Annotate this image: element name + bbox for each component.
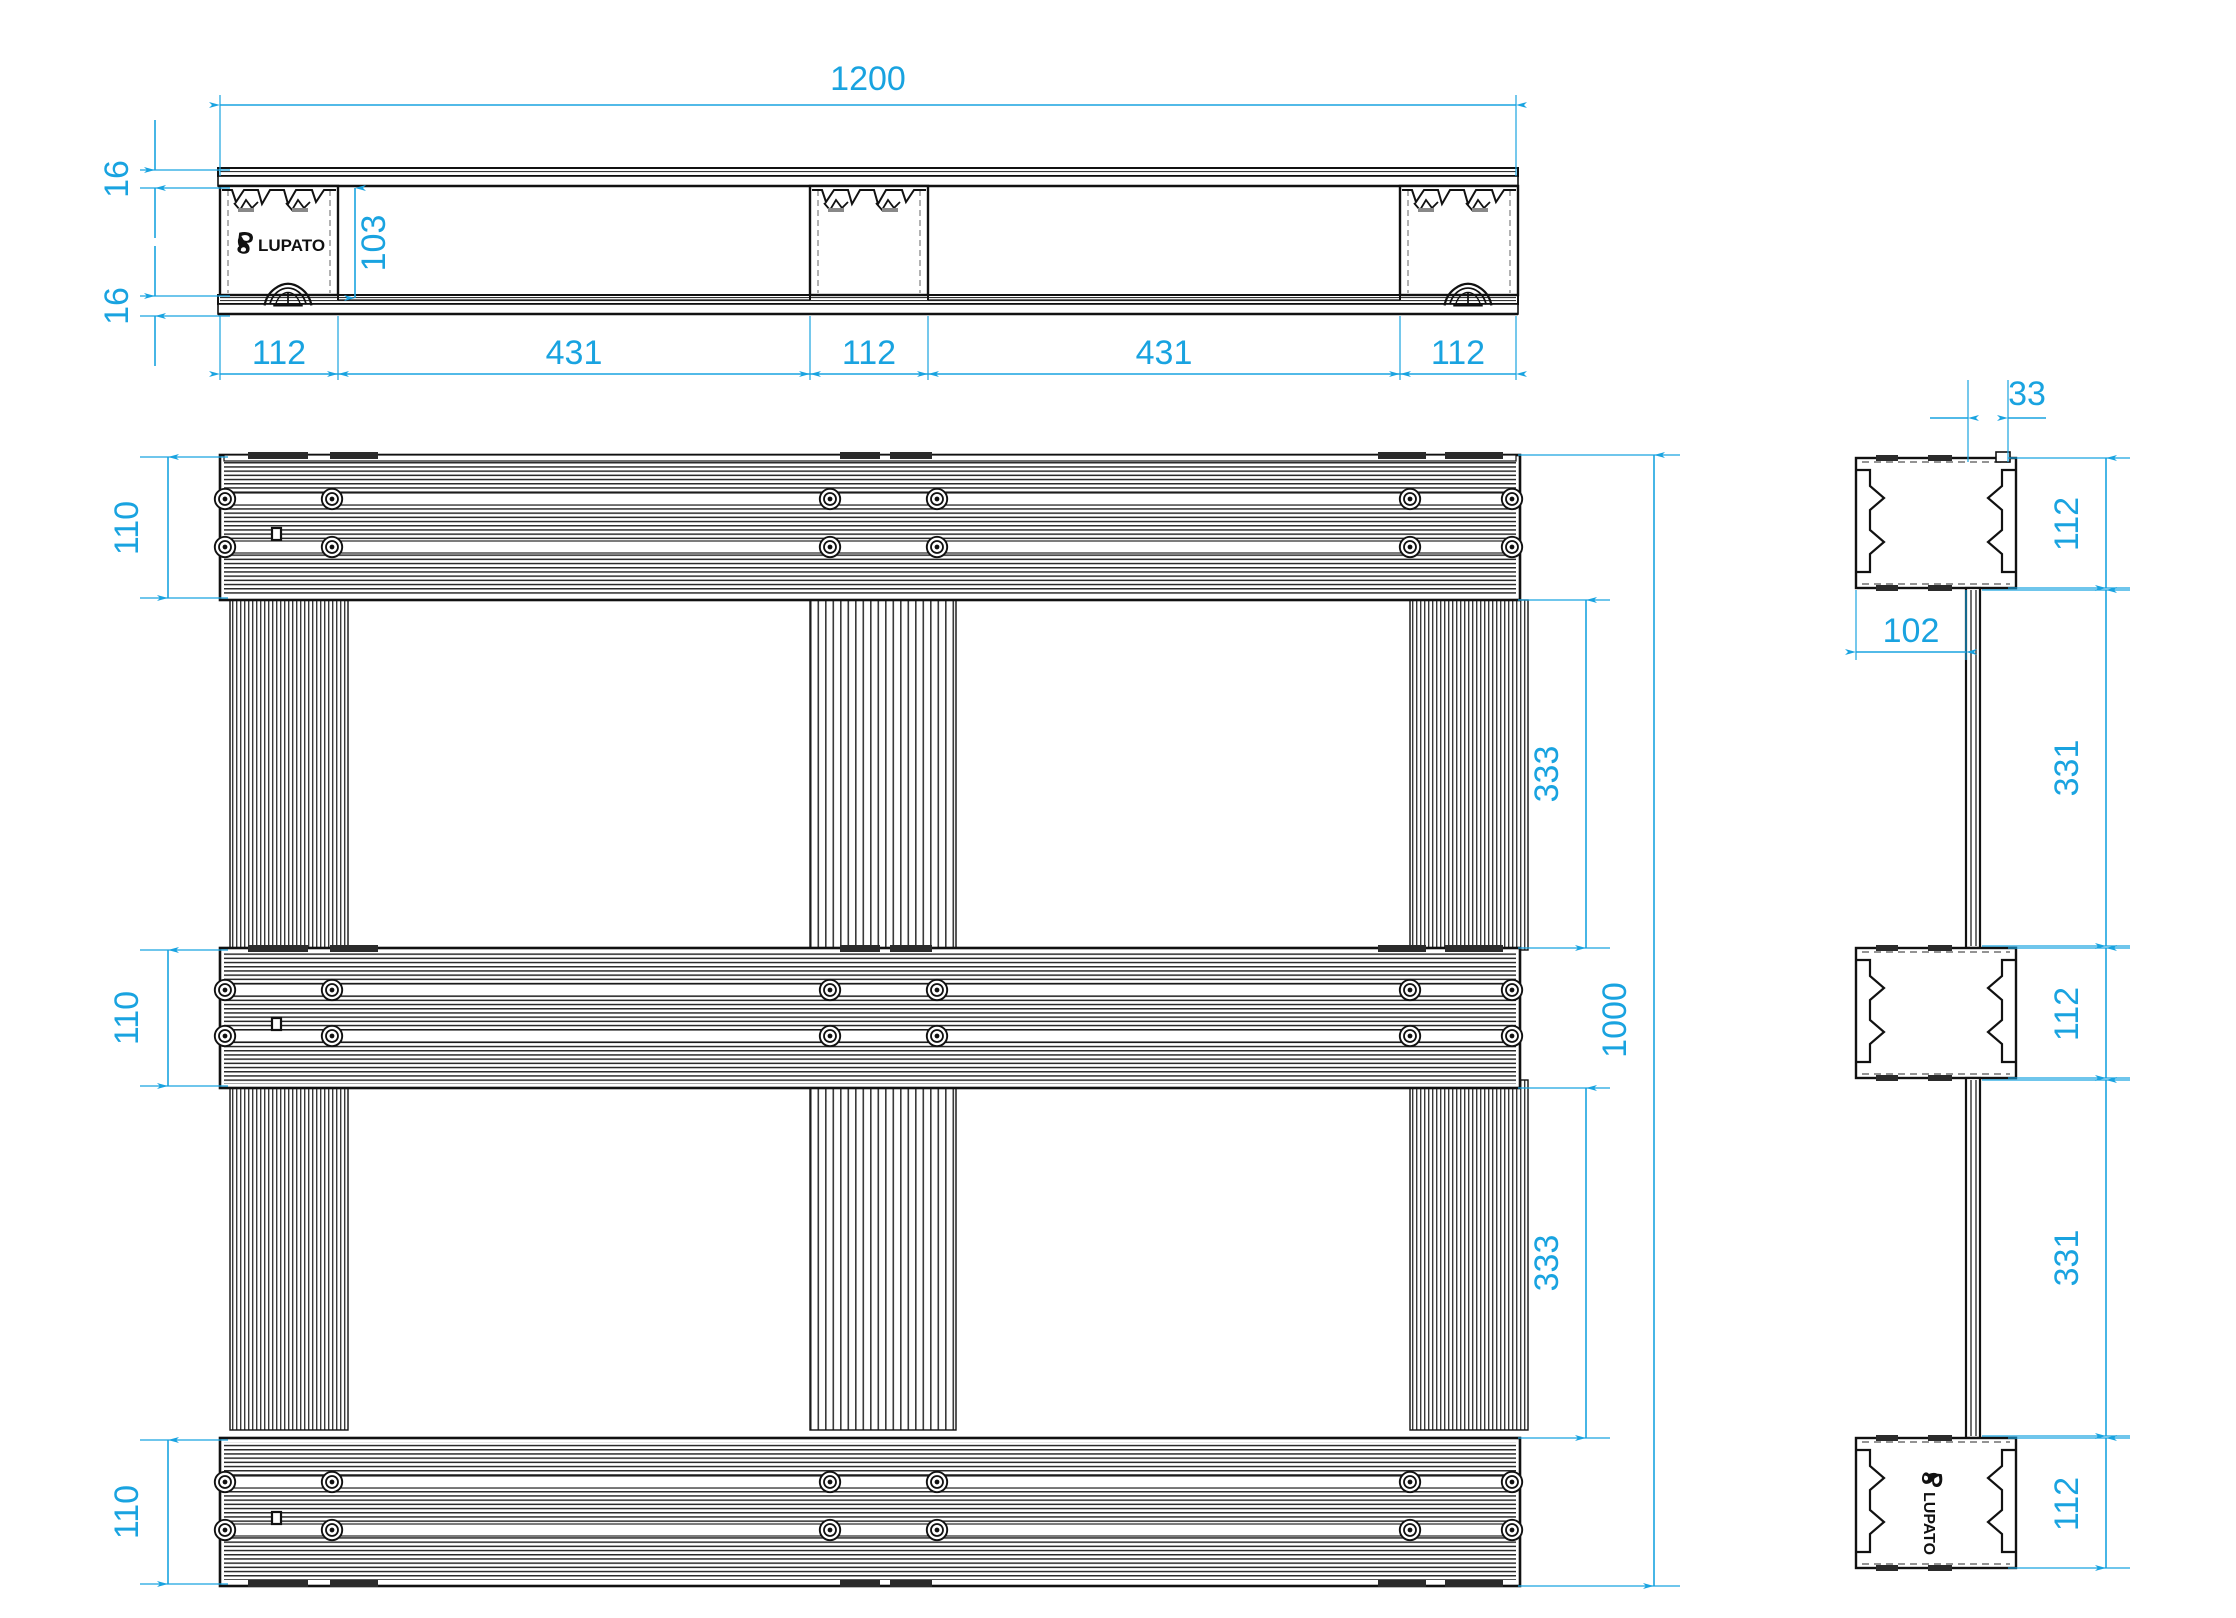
- elevation-dim-chain: 112 431 112 431 112: [209, 316, 1527, 380]
- dim-label-112-b: 112: [842, 334, 896, 372]
- fastener-icon: [1500, 978, 1524, 1002]
- dim-label-1200: 1200: [830, 60, 906, 98]
- dim-label-112-blk-a: 112: [2048, 497, 2086, 551]
- fastener-icon: [213, 1470, 237, 1494]
- dim-label-16-top: 16: [98, 160, 136, 198]
- fastener-icon: [213, 535, 237, 559]
- plan-dimensions: 110 110 110 333 333 1000: [108, 452, 1680, 1589]
- mould-mark: [270, 1016, 283, 1032]
- fastener-icon: [1500, 535, 1524, 559]
- dim-label-333-a: 333: [1528, 746, 1566, 803]
- fastener-icon: [213, 978, 237, 1002]
- mould-mark: [270, 1510, 283, 1526]
- dim-label-110-b: 110: [108, 991, 146, 1045]
- fastener-icon: [818, 1518, 842, 1542]
- dim-label-331-a: 331: [2048, 740, 2086, 797]
- elevation-foot-centre: [808, 184, 930, 297]
- fastener-icon: [818, 487, 842, 511]
- dim-label-431-b: 431: [1136, 334, 1193, 372]
- dim-label-103: 103: [355, 215, 393, 272]
- fastener-icon: [925, 1024, 949, 1048]
- dim-label-112-c: 112: [1431, 334, 1485, 372]
- fastener-icon: [1500, 1470, 1524, 1494]
- side-section-view: LUPATO 33 112 102 331: [1845, 375, 2130, 1571]
- dim-label-112-blk-c: 112: [2048, 1477, 2086, 1531]
- fastener-icon: [925, 1470, 949, 1494]
- fastener-icon: [320, 535, 344, 559]
- brand-label-section: LUPATO: [1920, 1492, 1937, 1555]
- fastener-icon: [925, 487, 949, 511]
- fastener-icon: [1398, 1518, 1422, 1542]
- section-web-upper: [1964, 586, 1982, 950]
- dim-label-431-a: 431: [546, 334, 603, 372]
- section-dimensions: 33 112 102 331 112 331: [1845, 375, 2130, 1571]
- plan-deck-board-top: [213, 452, 1524, 602]
- dim-label-102: 102: [1883, 612, 1940, 650]
- fastener-icon: [1500, 1024, 1524, 1048]
- fastener-icon: [1398, 535, 1422, 559]
- fastener-icon: [818, 978, 842, 1002]
- fastener-icon: [925, 1518, 949, 1542]
- dim-label-110-a: 110: [108, 501, 146, 555]
- dim-label-1000: 1000: [1596, 982, 1634, 1058]
- fastener-icon: [320, 487, 344, 511]
- fastener-icon: [320, 1024, 344, 1048]
- fastener-icon: [1398, 487, 1422, 511]
- fastener-icon: [1500, 1518, 1524, 1542]
- plan-deck-board-middle: [213, 945, 1524, 1090]
- fastener-icon: [818, 535, 842, 559]
- fastener-icon: [818, 1024, 842, 1048]
- fastener-icon: [320, 978, 344, 1002]
- mould-mark: [270, 526, 283, 542]
- fastener-icon: [320, 1470, 344, 1494]
- fastener-icon: [925, 535, 949, 559]
- brand-label-elevation: LUPATO: [258, 236, 325, 255]
- plan-view: 110 110 110 333 333 1000: [108, 452, 1680, 1589]
- fastener-icon: [320, 1518, 344, 1542]
- fastener-icon: [925, 978, 949, 1002]
- fastener-icon: [1398, 1024, 1422, 1048]
- front-elevation-view: LUPATO: [98, 60, 1527, 380]
- fastener-icon: [213, 1024, 237, 1048]
- elevation-top-deck: [217, 167, 1519, 188]
- section-block-middle: [1854, 945, 2018, 1081]
- dim-label-333-b: 333: [1528, 1235, 1566, 1292]
- fastener-icon: [1398, 978, 1422, 1002]
- dim-label-16-bottom: 16: [98, 287, 136, 325]
- plan-deck-board-bottom: [213, 1436, 1524, 1588]
- dim-label-331-b: 331: [2048, 1230, 2086, 1287]
- section-block-top: [1854, 451, 2018, 591]
- dim-label-112-blk-b: 112: [2048, 987, 2086, 1041]
- elevation-bay-faces: [337, 190, 1401, 301]
- fastener-icon: [1500, 487, 1524, 511]
- dim-label-33: 33: [2008, 375, 2046, 413]
- fastener-icon: [213, 1518, 237, 1542]
- section-block-bottom: LUPATO: [1854, 1435, 2018, 1571]
- dim-label-110-c: 110: [108, 1485, 146, 1539]
- dim-label-112-a: 112: [252, 334, 306, 372]
- fastener-icon: [1398, 1470, 1422, 1494]
- section-web-lower: [1964, 1076, 1982, 1440]
- fastener-icon: [818, 1470, 842, 1494]
- elevation-bottom-deck: [217, 294, 1519, 316]
- elevation-dimensions: 1200 16 16 103: [98, 60, 1527, 380]
- elevation-foot-right: [1398, 184, 1520, 307]
- fastener-icon: [213, 487, 237, 511]
- elevation-foot-left: LUPATO: [218, 184, 340, 307]
